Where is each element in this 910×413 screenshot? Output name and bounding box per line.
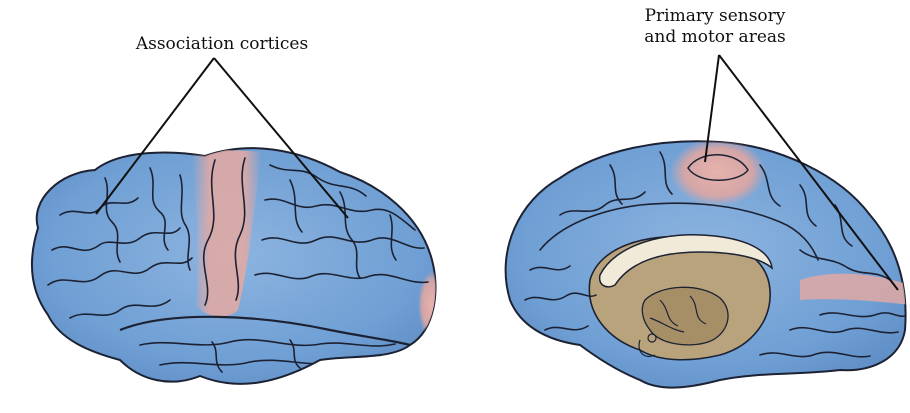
primary-areas-label-line1: Primary sensory [600,6,830,27]
primary-areas-label: Primary sensory and motor areas [600,6,830,48]
medial-paracentral-spot [670,138,766,206]
association-cortices-label: Association cortices [108,34,336,55]
lateral-brain [32,148,446,384]
lateral-occipital-spot [418,271,446,339]
primary-areas-label-line2: and motor areas [600,27,830,48]
medial-brain [506,138,910,388]
